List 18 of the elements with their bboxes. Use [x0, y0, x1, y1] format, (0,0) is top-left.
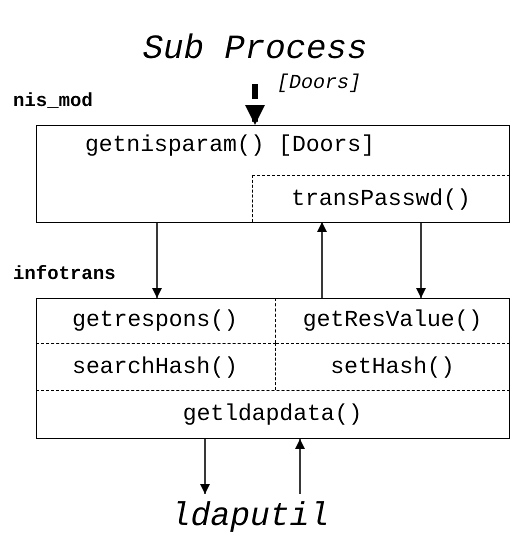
function-compartment: setHash() [276, 342, 510, 390]
arrow [245, 84, 265, 125]
process-label: Sub Process [120, 28, 390, 72]
function-compartment: getResValue() [276, 298, 510, 342]
function-compartment: transPasswd() [252, 174, 510, 222]
function-compartment: searchHash() [36, 342, 276, 390]
arrow [200, 439, 210, 494]
module-name: infotrans [13, 265, 116, 284]
function-compartment: getldapdata() [36, 390, 510, 438]
arrow [317, 222, 327, 298]
process-label: ldaputil [160, 494, 340, 538]
arrow [152, 223, 162, 298]
arrow [295, 439, 305, 494]
edge-label: [Doors] [277, 74, 362, 94]
arrow [416, 222, 426, 298]
function-name: getnisparam() [Doors] [85, 134, 375, 157]
module-name: nis_mod [13, 92, 93, 111]
function-compartment: getrespons() [36, 298, 276, 342]
